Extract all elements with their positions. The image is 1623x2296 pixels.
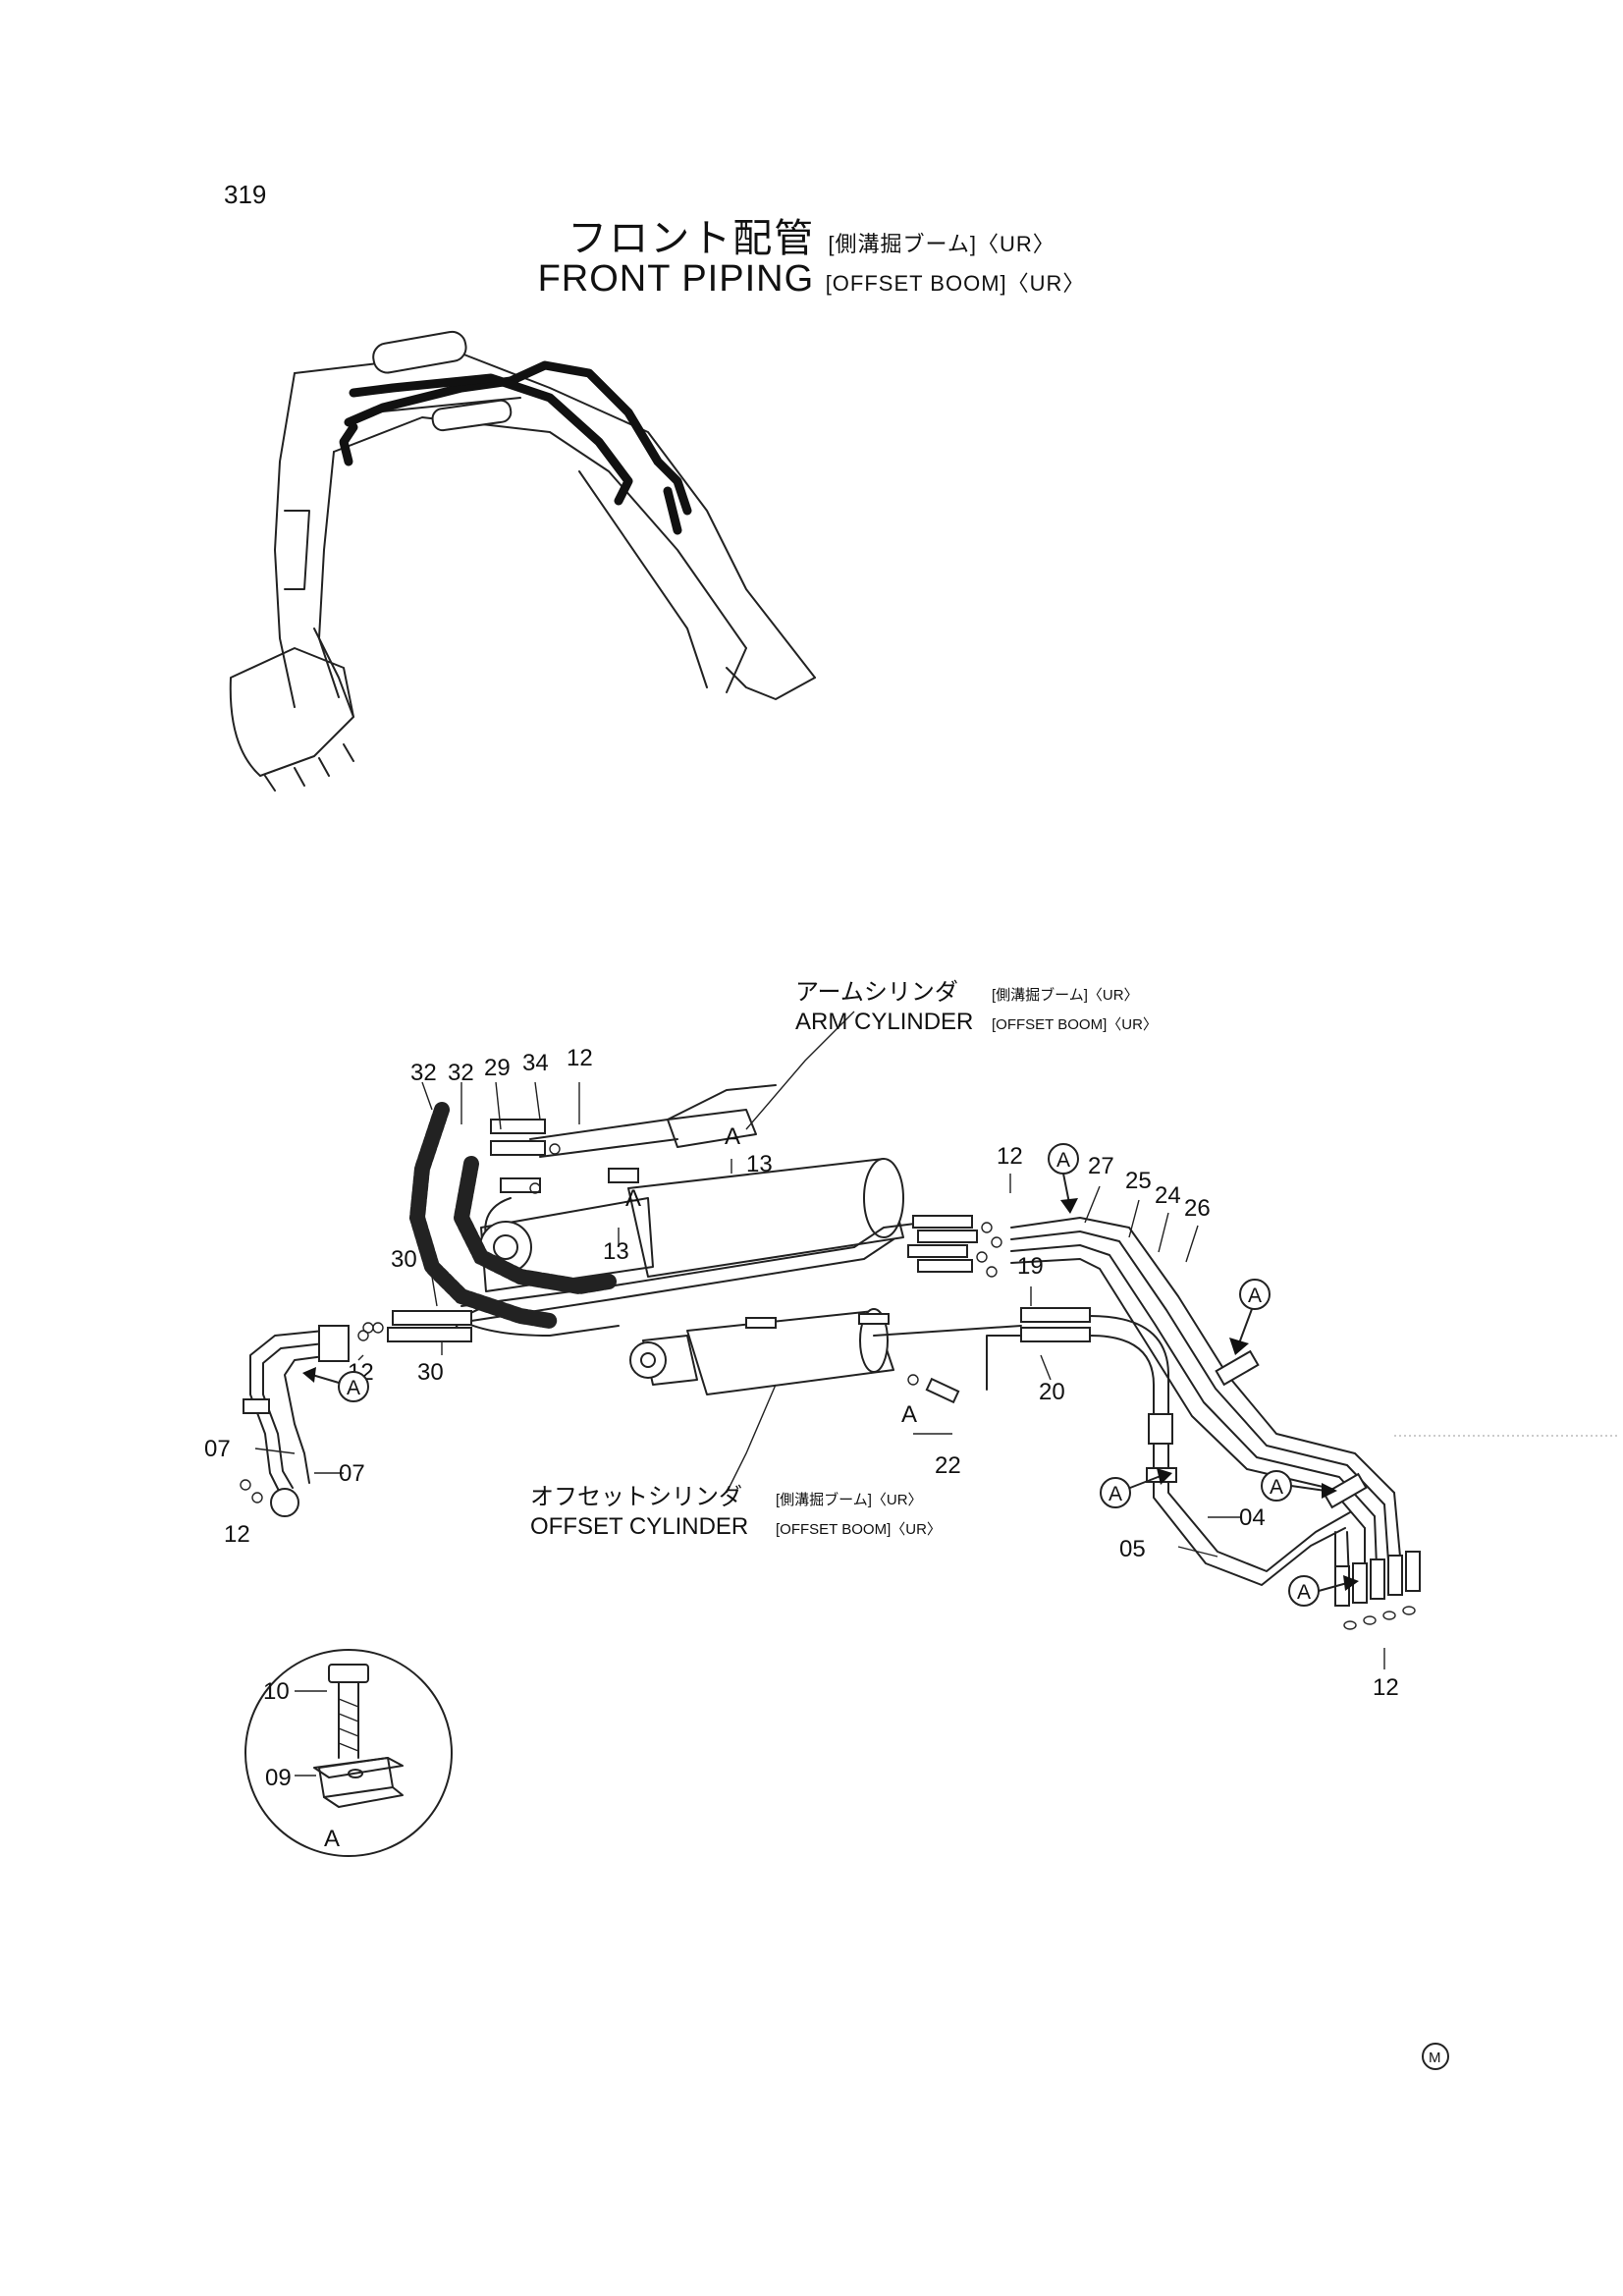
- clamp-ref-circle-a: A: [1261, 1470, 1337, 1502]
- detail-a-clamp: 10 09 A: [244, 1649, 453, 1857]
- arm-cylinder-label-ja: アームシリンダ: [795, 979, 958, 1006]
- label-part-19: 19: [1017, 1253, 1044, 1280]
- label-part-10: 10: [263, 1678, 290, 1705]
- offset-cylinder-label-en: OFFSET CYLINDER: [530, 1513, 748, 1540]
- label-part-12: 12: [1373, 1674, 1399, 1701]
- label-part-27: 27: [1088, 1153, 1114, 1179]
- label-part-32: 32: [410, 1060, 437, 1086]
- offset-cylinder-drawing: [629, 1307, 1351, 1586]
- detail-a-label: A: [324, 1826, 340, 1852]
- clamp-ref-circle-a: A: [1288, 1575, 1359, 1607]
- arm-cylinder-drawing: [408, 1084, 1421, 1630]
- label-part-09: 09: [265, 1765, 292, 1791]
- clamp-ref-a: A: [725, 1123, 740, 1150]
- offset-cylinder-callout: オフセットシリンダ [側溝掘ブーム]〈UR〉 OFFSET CYLINDER […: [530, 1484, 942, 1540]
- arm-cylinder-label-en: ARM CYLINDER: [795, 1009, 973, 1035]
- label-part-22: 22: [935, 1452, 961, 1479]
- svg-text:A: A: [1248, 1285, 1262, 1307]
- svg-text:A: A: [1056, 1149, 1070, 1172]
- leader-lines: [254, 1011, 1385, 1669]
- svg-text:A: A: [347, 1377, 360, 1399]
- label-part-07: 07: [339, 1460, 365, 1487]
- offset-cylinder-label-ja: オフセットシリンダ: [530, 1484, 742, 1510]
- arm-cylinder-qualifier-en: [OFFSET BOOM]〈UR〉: [992, 1016, 1158, 1033]
- clamp-ref-circle-a: A: [302, 1367, 369, 1402]
- svg-text:A: A: [1109, 1483, 1122, 1505]
- clamp-ref-a: A: [625, 1185, 641, 1212]
- title-japanese: フロント配管 [側溝掘ブーム]〈UR〉: [0, 206, 1623, 263]
- label-part-12: 12: [997, 1143, 1023, 1170]
- title-english: FRONT PIPING [OFFSET BOOM]〈UR〉: [0, 258, 1623, 301]
- label-part-26: 26: [1184, 1195, 1211, 1222]
- label-part-25: 25: [1125, 1168, 1152, 1194]
- offset-cylinder-qualifier-en: [OFFSET BOOM]〈UR〉: [776, 1521, 942, 1538]
- arm-cylinder-callout: アームシリンダ [側溝掘ブーム]〈UR〉 ARM CYLINDER [OFFSE…: [795, 979, 1158, 1035]
- label-part-12: 12: [224, 1521, 250, 1548]
- label-part-30: 30: [417, 1359, 444, 1386]
- label-part-29: 29: [484, 1055, 511, 1081]
- left-pipe-assembly: [240, 1310, 472, 1517]
- clamp-ref-circle-a: A: [1229, 1279, 1271, 1355]
- clamp-ref-a: A: [901, 1401, 917, 1428]
- svg-text:A: A: [1270, 1476, 1283, 1499]
- svg-text:A: A: [1297, 1581, 1311, 1604]
- clamp-ref-circle-a: A: [1048, 1143, 1079, 1214]
- title-en-qualifier: [OFFSET BOOM]〈UR〉: [825, 271, 1086, 296]
- title-en-main: FRONT PIPING: [537, 258, 815, 300]
- title-ja-main: フロント配管: [568, 217, 816, 260]
- label-part-13: 13: [603, 1238, 629, 1265]
- label-part-05: 05: [1119, 1536, 1146, 1562]
- excavator-front-illustration: [229, 330, 816, 792]
- label-part-13: 13: [746, 1151, 773, 1177]
- title-ja-qualifier: [側溝掘ブーム]〈UR〉: [828, 232, 1055, 256]
- footer-circle-mark: M: [1422, 2043, 1449, 2070]
- arm-cylinder-qualifier-ja: [側溝掘ブーム]〈UR〉: [992, 986, 1139, 1004]
- clamp-ref-circle-a: A: [1100, 1468, 1172, 1508]
- label-part-12: 12: [567, 1045, 593, 1071]
- label-part-34: 34: [522, 1050, 549, 1076]
- label-part-30: 30: [391, 1246, 417, 1273]
- label-part-07: 07: [204, 1436, 231, 1462]
- svg-text:M: M: [1429, 2050, 1441, 2066]
- label-part-24: 24: [1155, 1182, 1181, 1209]
- label-part-20: 20: [1039, 1379, 1065, 1405]
- label-part-04: 04: [1239, 1504, 1266, 1531]
- label-part-32: 32: [448, 1060, 474, 1086]
- offset-cylinder-qualifier-ja: [側溝掘ブーム]〈UR〉: [776, 1491, 923, 1508]
- page-number: 319: [224, 180, 267, 209]
